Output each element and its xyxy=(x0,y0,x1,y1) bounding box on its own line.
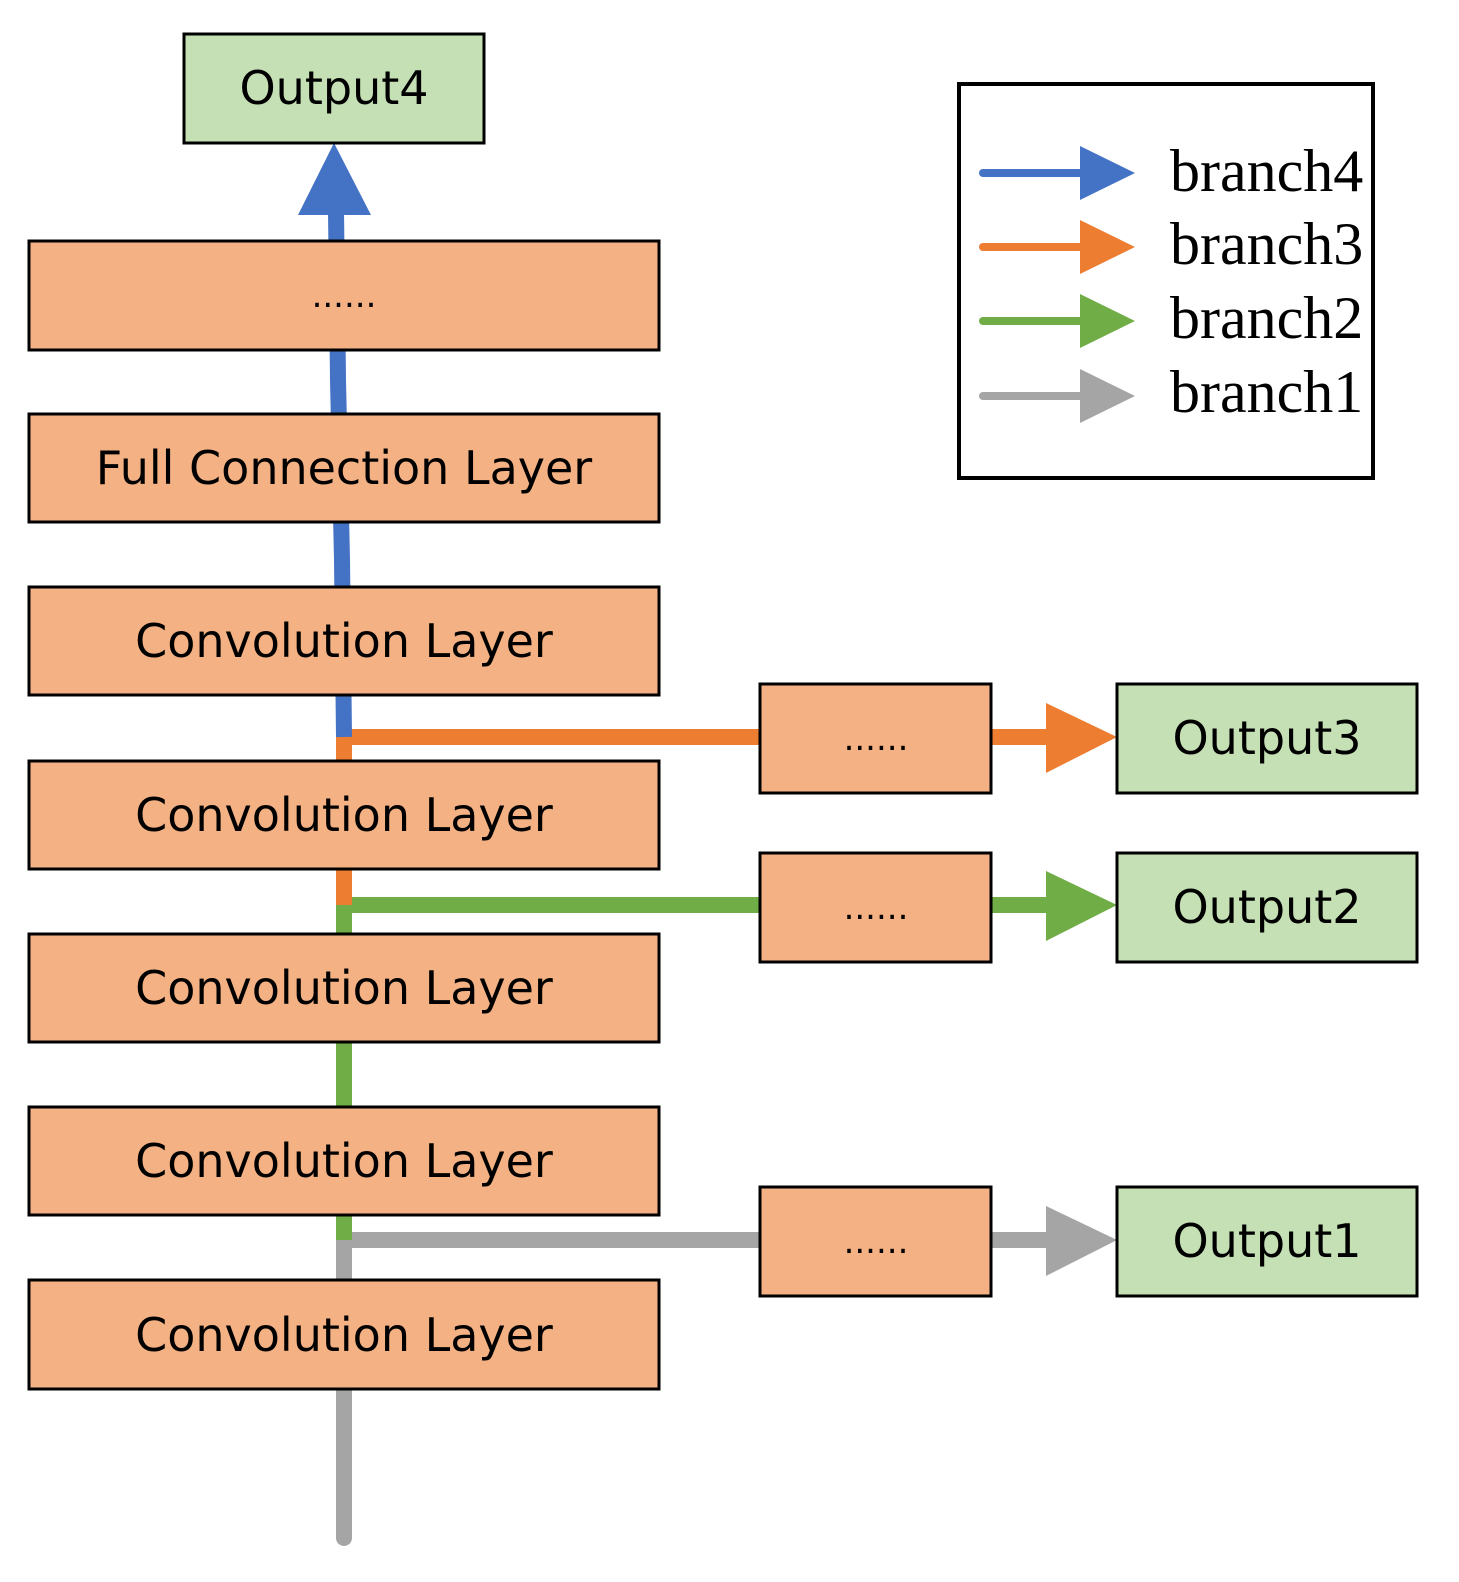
layer-convolution-5-label: Convolution Layer xyxy=(135,614,553,668)
layer-convolution-1-label: Convolution Layer xyxy=(135,1308,553,1362)
output3-label: Output3 xyxy=(1172,711,1361,765)
output4-box: Output4 xyxy=(182,32,486,145)
layer-convolution-2: Convolution Layer xyxy=(27,1105,661,1217)
legend-label-branch4: branch4 xyxy=(1170,138,1363,204)
layer-convolution-3-label: Convolution Layer xyxy=(135,961,553,1015)
legend-item-branch4: branch4 xyxy=(979,138,1363,204)
legend-item-branch3: branch3 xyxy=(979,211,1363,277)
legend-label-branch3: branch3 xyxy=(1170,211,1363,277)
branch1-block: ...... xyxy=(758,1185,993,1298)
layer-convolution-2-label: Convolution Layer xyxy=(135,1134,553,1188)
layer-stack: ...... Full Connection Layer Convolution… xyxy=(27,239,661,1391)
legend-item-branch2: branch2 xyxy=(979,285,1363,351)
legend-arrow-branch3-icon xyxy=(1080,220,1135,274)
legend-arrow-branch1-icon xyxy=(1080,369,1135,423)
layer-ellipsis: ...... xyxy=(27,239,661,352)
legend-arrow-branch4-icon xyxy=(1080,146,1135,200)
layer-ellipsis-label: ...... xyxy=(312,276,377,316)
branch2-block: ...... xyxy=(758,851,993,964)
branch3-block-label: ...... xyxy=(844,719,909,759)
branch1-block-label: ...... xyxy=(844,1222,909,1262)
branch2-block-label: ...... xyxy=(844,888,909,928)
layer-convolution-4: Convolution Layer xyxy=(27,759,661,871)
branch3-arrowhead-icon xyxy=(1046,703,1117,773)
legend-label-branch1: branch1 xyxy=(1170,359,1363,425)
layer-convolution-1: Convolution Layer xyxy=(27,1278,661,1391)
output1-label: Output1 xyxy=(1172,1214,1361,1268)
layer-full-connection-label: Full Connection Layer xyxy=(96,441,593,495)
branch3-block: ...... xyxy=(758,682,993,795)
output2-label: Output2 xyxy=(1172,880,1361,934)
layer-convolution-4-label: Convolution Layer xyxy=(135,788,553,842)
branch2-arrowhead-icon xyxy=(1046,871,1117,941)
branch1-arrowhead-icon xyxy=(1046,1206,1117,1276)
output3-box: Output3 xyxy=(1115,682,1419,795)
layer-convolution-5: Convolution Layer xyxy=(27,585,661,697)
output4-label: Output4 xyxy=(239,61,428,115)
layer-full-connection: Full Connection Layer xyxy=(27,412,661,524)
branch4-arrowhead-icon xyxy=(298,143,371,215)
legend-arrow-branch2-icon xyxy=(1080,294,1135,348)
legend: branch4 branch3 branch2 branch1 xyxy=(957,82,1375,480)
legend-item-branch1: branch1 xyxy=(979,359,1363,425)
legend-label-branch2: branch2 xyxy=(1170,285,1363,351)
output2-box: Output2 xyxy=(1115,851,1419,964)
output1-box: Output1 xyxy=(1115,1185,1419,1298)
layer-convolution-3: Convolution Layer xyxy=(27,932,661,1044)
